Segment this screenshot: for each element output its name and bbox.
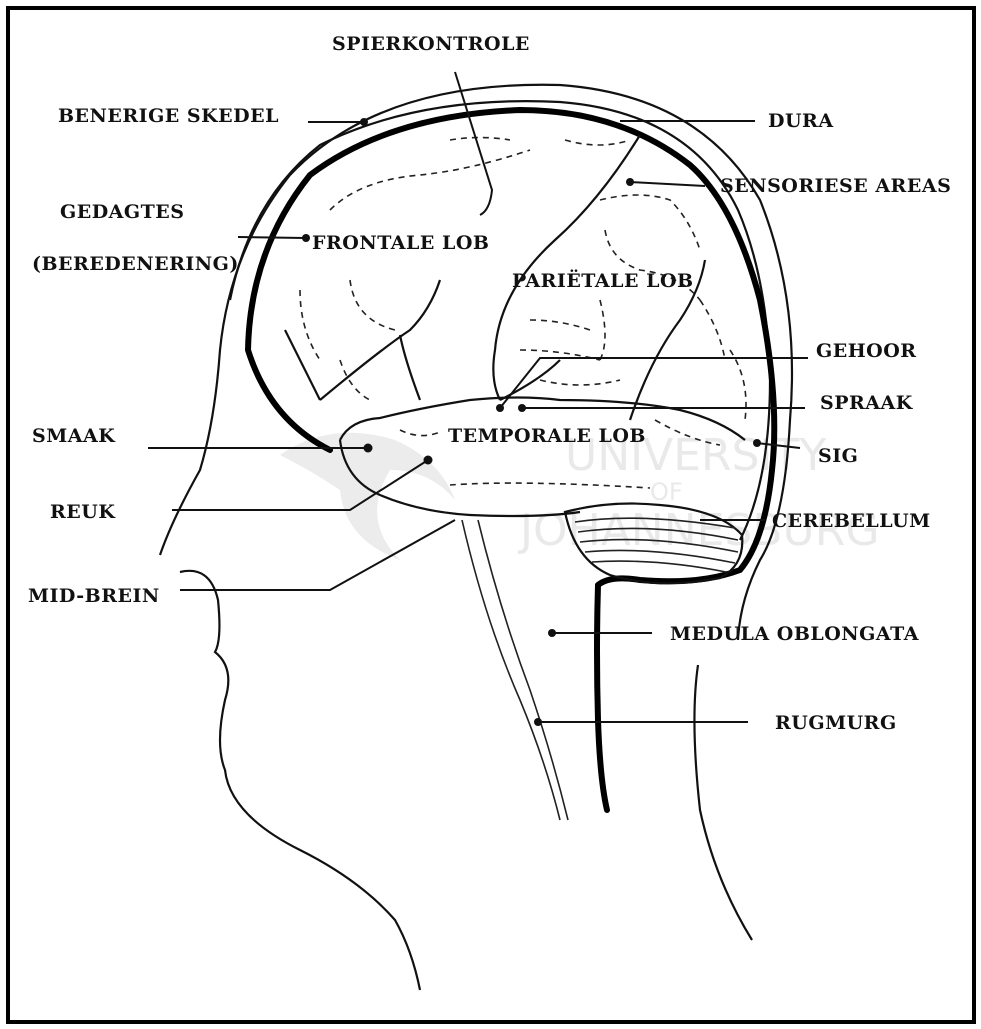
label-dura: DURA: [768, 110, 834, 132]
label-spierkontrole: SPIERKONTROLE: [332, 33, 530, 55]
gyrus-3: [565, 140, 630, 145]
label-medula-oblongata: MEDULA OBLONGATA: [670, 623, 919, 645]
neck-back: [694, 665, 752, 940]
label-cerebellum: CEREBELLUM: [772, 510, 931, 532]
gehoor-sulcus: [500, 360, 560, 400]
gyrus-11: [540, 380, 620, 385]
label-frontale-lob: FRONTALE LOB: [312, 232, 489, 254]
label-spraak: SPRAAK: [820, 392, 914, 414]
dot-rugmurg: [534, 718, 542, 726]
dot-medula: [548, 629, 556, 637]
spine-back-line: [478, 520, 568, 820]
gyrus-9: [530, 320, 590, 330]
gyrus-16: [450, 483, 650, 488]
dot-reuk: [424, 456, 433, 465]
gyrus-17: [600, 300, 605, 360]
gyrus-15: [400, 430, 440, 436]
frontal-fold-2: [285, 330, 320, 400]
leader-gehoor: [500, 358, 808, 408]
dot-benerige-skedel: [360, 118, 368, 126]
dot-frontale: [302, 234, 310, 242]
face-profile: [180, 571, 420, 990]
gyrus-7: [350, 280, 395, 330]
label-sig: SIG: [818, 445, 858, 467]
label-benerige-skedel: BENERIGE SKEDEL: [58, 105, 279, 127]
leader-gedagtes: [238, 237, 305, 238]
dot-smaak: [364, 444, 373, 453]
label-beredenering: (BEREDENERING): [32, 253, 239, 275]
watermark-line-2: OF: [650, 478, 683, 506]
leader-spierkontrole: [455, 72, 492, 215]
label-gehoor: GEHOOR: [816, 340, 917, 362]
leader-mid-brein: [180, 520, 455, 590]
label-rugmurg: RUGMURG: [775, 712, 897, 734]
lateral-sulcus: [320, 280, 440, 400]
label-smaak: SMAAK: [32, 425, 116, 447]
gyrus-2: [450, 138, 510, 141]
label-mid-brein: MID-BREIN: [28, 585, 160, 607]
spine-front-line: [462, 520, 560, 820]
gyrus-12: [700, 300, 725, 360]
label-reuk: REUK: [50, 501, 116, 523]
dot-spraak: [518, 404, 526, 412]
gyrus-1: [330, 150, 530, 210]
label-parietale-lob: PARIËTALE LOB: [512, 269, 694, 292]
leader-sensoriese: [630, 182, 705, 186]
label-temporale-lob: TEMPORALE LOB: [448, 425, 646, 447]
gyrus-13: [730, 350, 746, 420]
frontal-fold-1: [400, 335, 420, 400]
brainstem-line: [597, 585, 607, 810]
dot-sensoriese: [626, 178, 634, 186]
label-gedagtes: GEDAGTES: [60, 201, 185, 223]
label-sensoriese-areas: SENSORIESE AREAS: [720, 175, 951, 197]
dot-sig: [753, 439, 761, 447]
gyrus-6: [300, 290, 320, 360]
central-sulcus: [493, 135, 640, 400]
dot-gehoor: [496, 404, 504, 412]
gyrus-4: [600, 195, 700, 250]
